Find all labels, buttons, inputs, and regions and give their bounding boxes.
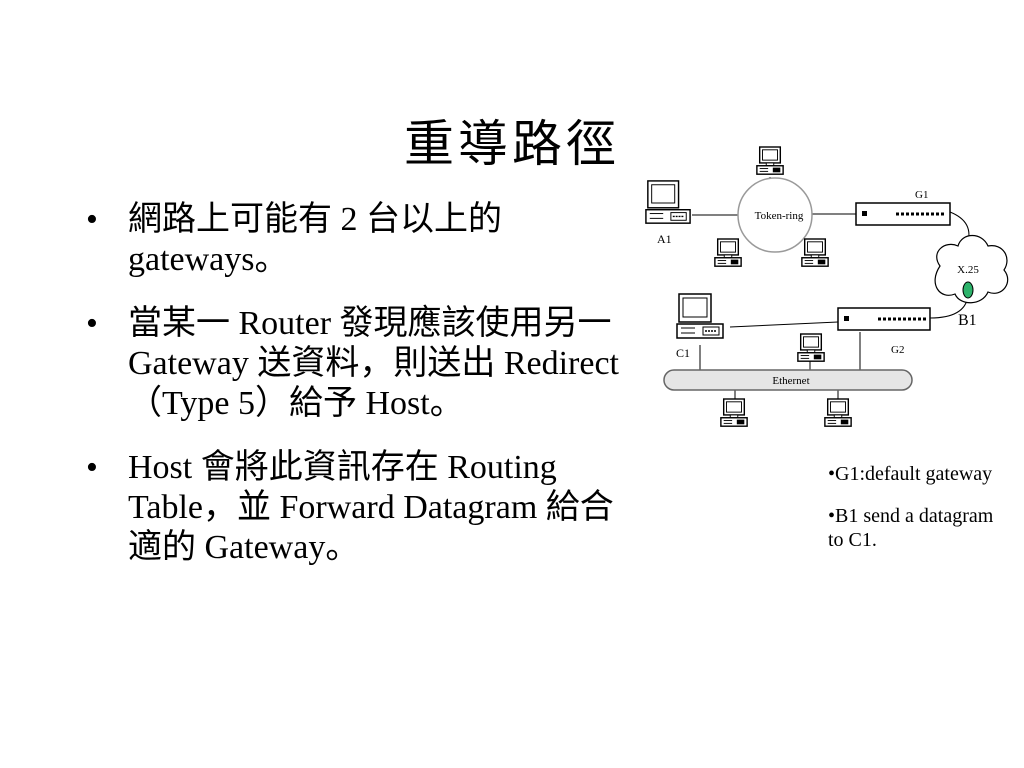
- computer-icon: [824, 398, 852, 427]
- ethernet-label: Ethernet: [772, 375, 809, 387]
- computer-icon: [756, 146, 784, 175]
- x25-cloud-icon: [934, 234, 1009, 304]
- computer-icon: [720, 398, 748, 427]
- bullet-marker: •: [86, 449, 98, 486]
- computer-icon: [801, 238, 829, 267]
- bullet-marker: •: [86, 201, 98, 238]
- bullet-text: 當某一 Router 發現應該使用另一 Gateway 送資料，則送出 Redi…: [128, 305, 619, 422]
- x25-label: X.25: [957, 264, 979, 276]
- token-ring-icon: [737, 177, 813, 253]
- label-a1: A1: [657, 232, 672, 246]
- bullet-item: • 當某一 Router 發現應該使用另一 Gateway 送資料，則送出 Re…: [86, 304, 646, 424]
- computer-a1-icon: [645, 180, 691, 225]
- bullet-item: • 網路上可能有 2 台以上的 gateways。: [86, 200, 646, 280]
- bullet-text: Host 會將此資訊存在 Routing Table，並 Forward Dat…: [128, 449, 614, 566]
- bullet-marker: •: [86, 305, 98, 342]
- bullet-list: • 網路上可能有 2 台以上的 gateways。 • 當某一 Router 發…: [86, 200, 646, 592]
- computer-c1-icon: [676, 293, 724, 339]
- label-g2: G2: [891, 344, 904, 356]
- note-item: •G1:default gateway: [828, 463, 993, 485]
- slide-title: 重導路徑: [404, 115, 620, 173]
- bullet-item: • Host 會將此資訊存在 Routing Table，並 Forward D…: [86, 448, 646, 568]
- side-notes: •G1:default gateway •B1 send a datagram …: [828, 462, 1008, 570]
- note-item: •B1 send a datagram to C1.: [828, 505, 994, 551]
- router-g2-icon: [837, 307, 931, 331]
- ethernet-cable-icon: [663, 369, 913, 391]
- label-g1: G1: [915, 189, 928, 201]
- label-b1: B1: [958, 312, 977, 329]
- computer-icon: [797, 333, 825, 362]
- label-c1: C1: [676, 346, 690, 360]
- computer-icon: [714, 238, 742, 267]
- b1-node-icon: [962, 281, 974, 299]
- bullet-text: 網路上可能有 2 台以上的 gateways。: [128, 201, 502, 278]
- router-g1-icon: [855, 202, 951, 226]
- token-ring-label: Token-ring: [755, 210, 804, 222]
